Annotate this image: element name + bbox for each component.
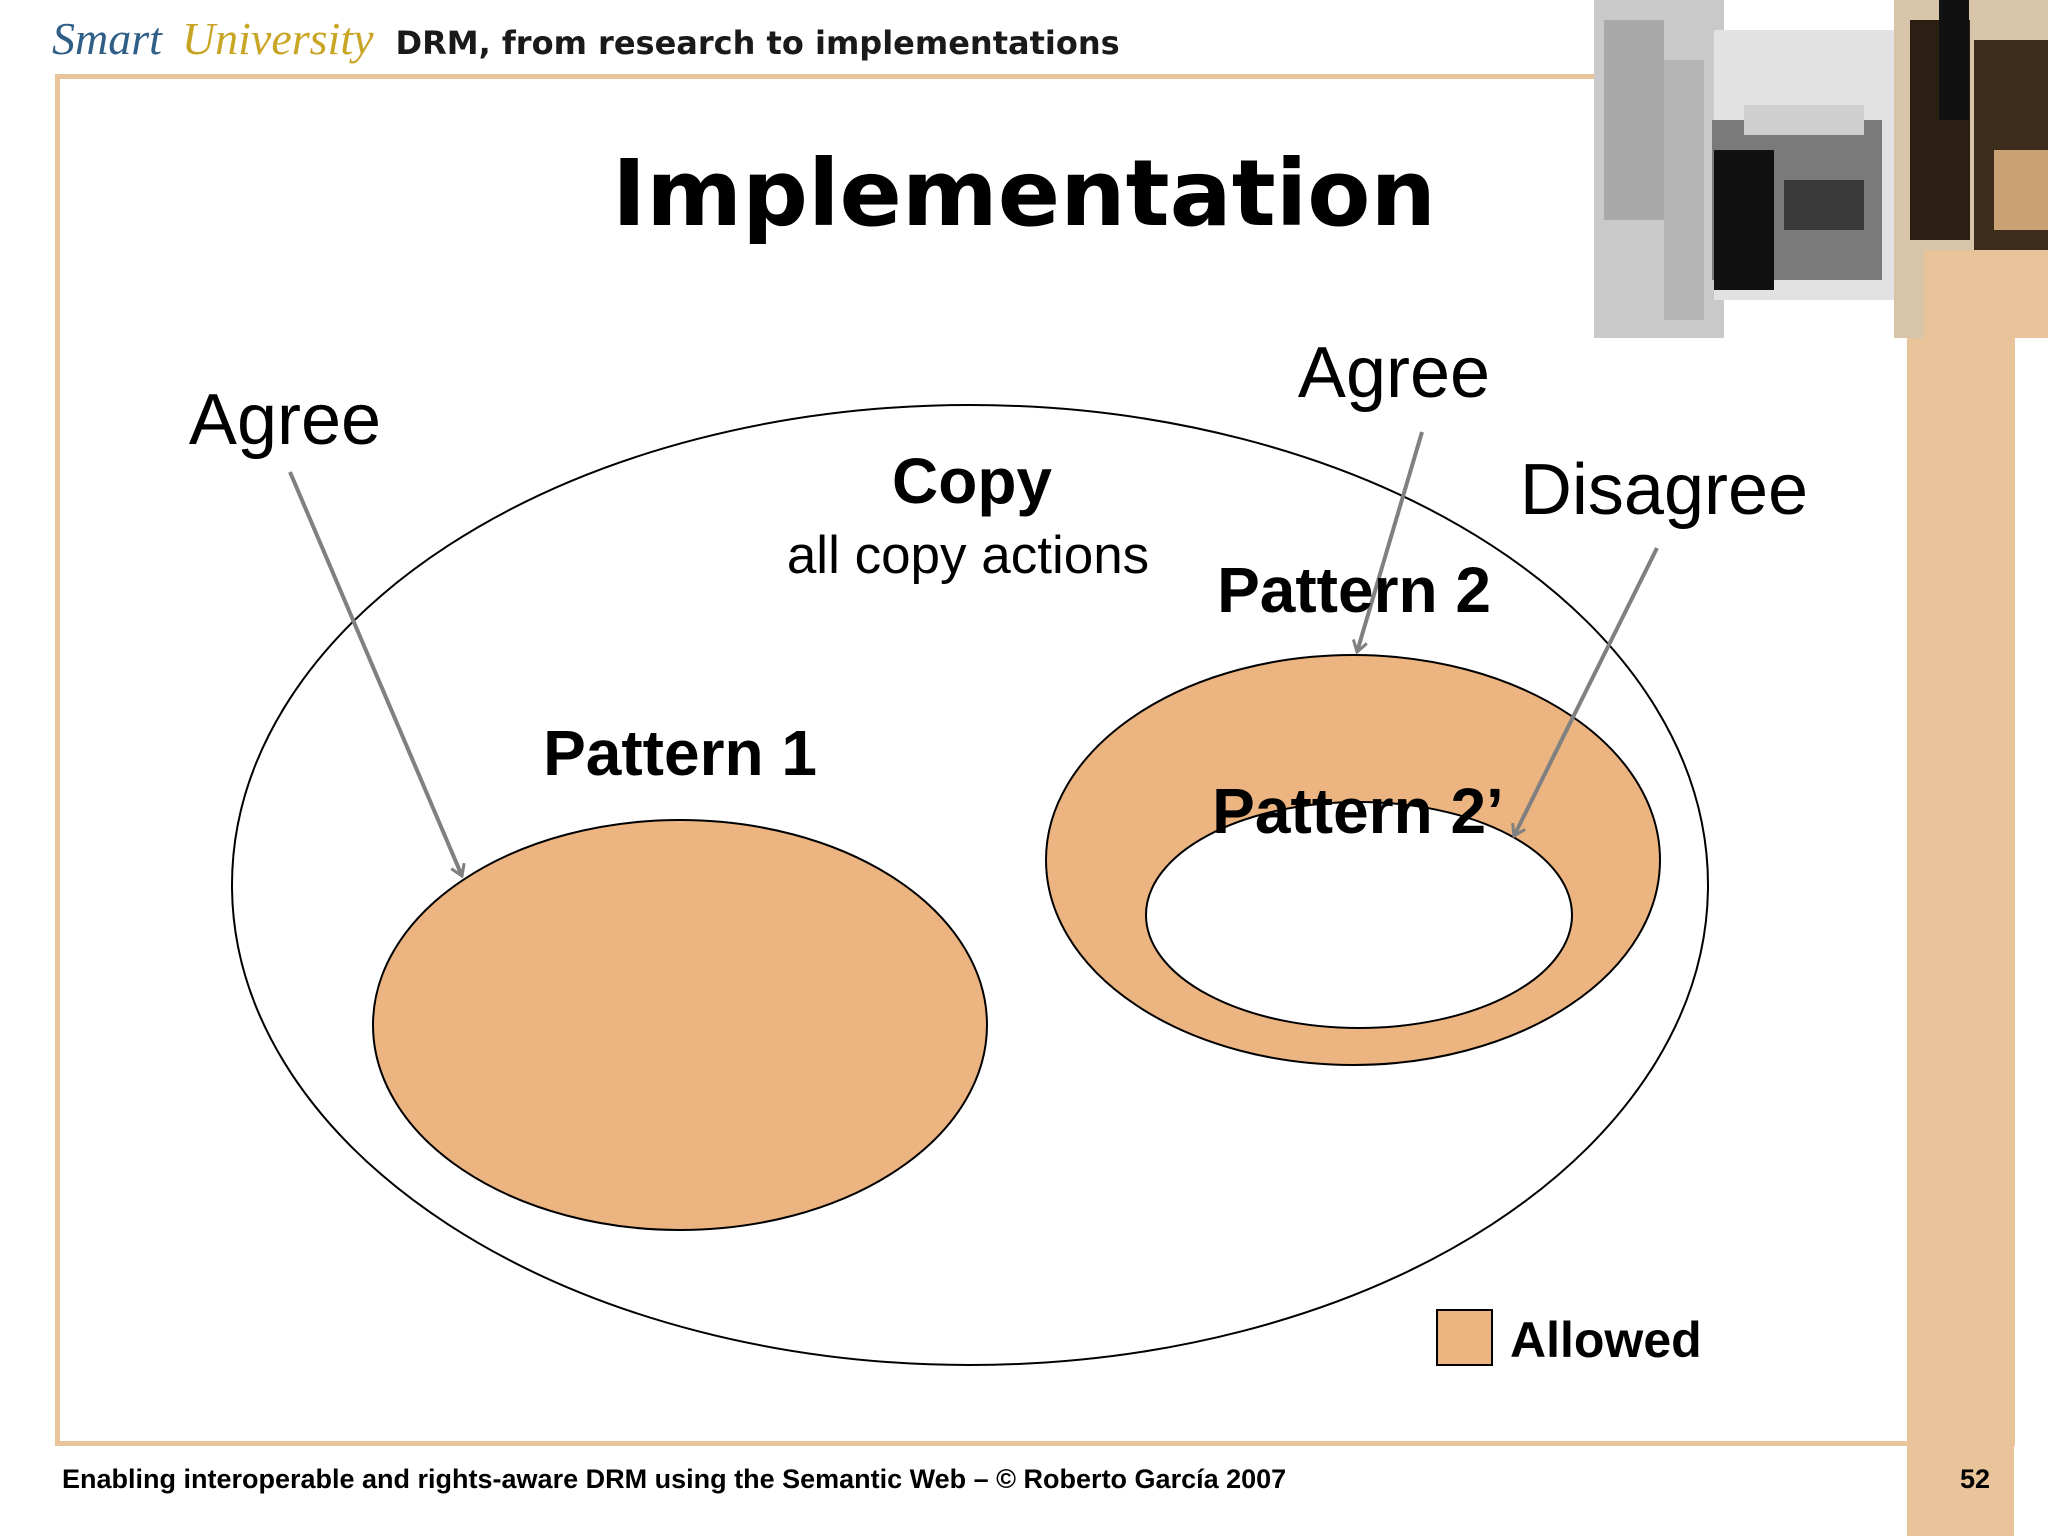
header: Smart University DRM, from research to i… bbox=[52, 12, 1120, 72]
agree-right-label: Agree bbox=[1298, 333, 1490, 413]
disagree-label: Disagree bbox=[1520, 450, 1808, 530]
pattern1-ellipse bbox=[372, 819, 988, 1231]
page-number: 52 bbox=[1960, 1464, 1991, 1494]
header-subtitle: DRM, from research to implementations bbox=[395, 24, 1120, 62]
pattern2prime-ellipse bbox=[1145, 801, 1573, 1029]
pattern2-label: Pattern 2 bbox=[1217, 554, 1491, 626]
copy-title: Copy bbox=[892, 445, 1052, 517]
disagree-arrow bbox=[1514, 547, 1659, 836]
agree-left-arrow bbox=[288, 471, 462, 876]
agree-left-label: Agree bbox=[189, 380, 381, 460]
brand-smart: Smart bbox=[52, 13, 162, 64]
legend-label: Allowed bbox=[1510, 1312, 1702, 1368]
copy-subtitle: all copy actions bbox=[787, 526, 1149, 585]
slide-title: Implementation bbox=[612, 140, 1436, 247]
footer-text: Enabling interoperable and rights-aware … bbox=[62, 1464, 1287, 1494]
pattern1-label: Pattern 1 bbox=[543, 717, 817, 789]
pattern2prime-label: Pattern 2’ bbox=[1212, 775, 1504, 847]
side-band bbox=[1907, 330, 2014, 1536]
legend-swatch bbox=[1436, 1309, 1493, 1366]
brand-university: University bbox=[181, 13, 374, 64]
agree-right-arrow bbox=[1357, 431, 1424, 652]
campus-photo bbox=[1594, 0, 2048, 338]
